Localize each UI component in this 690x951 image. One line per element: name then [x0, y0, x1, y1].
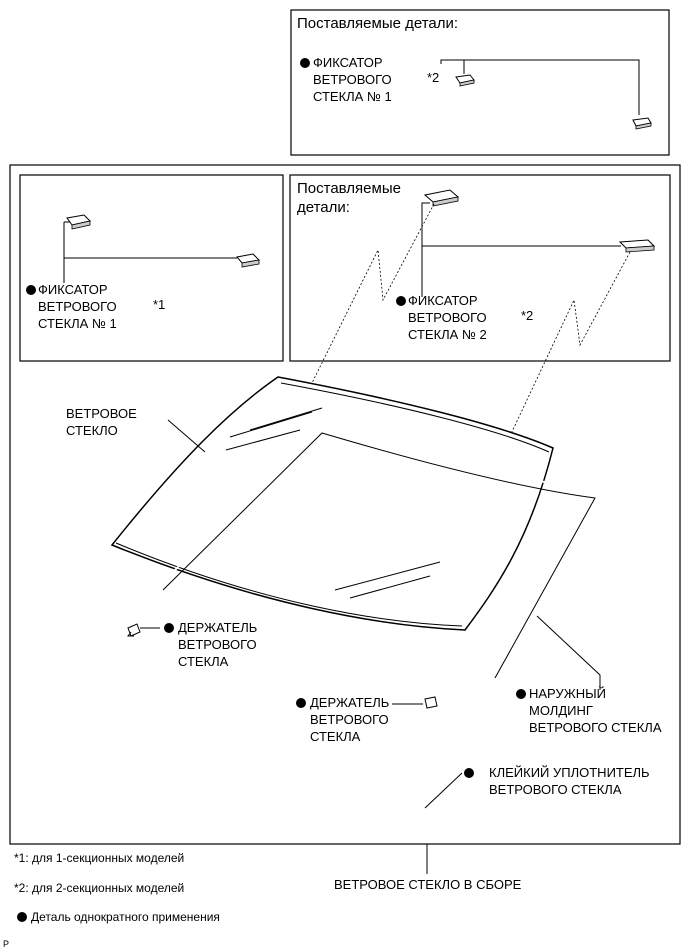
- top-box-part-line-3: СТЕКЛА № 1: [313, 89, 392, 104]
- top-supplied-parts-box: [290, 9, 670, 156]
- legend-note-2: *2: для 2-секционных моделей: [14, 881, 184, 895]
- retainer-clip-icon: [423, 189, 460, 207]
- dam-line-2: ВЕТРОВОГО СТЕКЛА: [489, 782, 622, 797]
- top-box-part-line-2: ВЕТРОВОГО: [313, 72, 392, 87]
- corner-mark: P: [3, 939, 9, 949]
- non-reusable-bullet-icon: [296, 698, 306, 708]
- projection-line: [310, 203, 435, 386]
- legend-note-1: *1: для 1-секционных моделей: [14, 851, 184, 865]
- windshield-glass: [110, 376, 554, 631]
- top-box-part-line-1: ФИКСАТОР: [313, 55, 383, 70]
- inner-left-box: [19, 174, 284, 362]
- inner-left-part-line-3: СТЕКЛА № 1: [38, 316, 117, 331]
- windshield-leader: [167, 419, 206, 453]
- inner-right-part-line-1: ФИКСАТОР: [408, 293, 478, 308]
- assembly-frame: [9, 164, 681, 845]
- inner-right-title-line-2: детали:: [297, 199, 350, 216]
- non-reusable-bullet-icon: [17, 912, 27, 922]
- outer-molding: [154, 423, 605, 681]
- holder-center-line-3: СТЕКЛА: [310, 729, 361, 744]
- top-box-ref: *2: [427, 70, 439, 85]
- inner-right-part-line-3: СТЕКЛА № 2: [408, 327, 487, 342]
- inner-right-box: [289, 174, 671, 362]
- windshield-label-line-2: СТЕКЛО: [66, 423, 118, 438]
- holder-center-line-2: ВЕТРОВОГО: [310, 712, 389, 727]
- holder-center-line-1: ДЕРЖАТЕЛЬ: [310, 695, 389, 710]
- non-reusable-bullet-icon: [26, 285, 36, 295]
- outer-molding-leader: [536, 615, 601, 690]
- inner-left-part-line-1: ФИКСАТОР: [38, 282, 108, 297]
- dam-leader: [424, 772, 463, 809]
- legend-non-reusable: Деталь однократного применения: [31, 910, 220, 924]
- retainer-clip-icon: [618, 239, 656, 253]
- non-reusable-bullet-icon: [300, 58, 310, 68]
- windshield-label-line-1: ВЕТРОВОЕ: [66, 406, 137, 421]
- inner-right-title-line-1: Поставляемые: [297, 180, 401, 197]
- outer-molding-line-3: ВЕТРОВОГО СТЕКЛА: [529, 720, 662, 735]
- non-reusable-bullet-icon: [464, 768, 474, 778]
- projection-line: [509, 251, 631, 437]
- holder-left-line-3: СТЕКЛА: [178, 654, 229, 669]
- retainer-clip-icon: [632, 117, 652, 130]
- non-reusable-bullet-icon: [516, 689, 526, 699]
- non-reusable-bullet-icon: [396, 296, 406, 306]
- inner-right-leader: [421, 202, 430, 297]
- outer-molding-line-1: НАРУЖНЫЙ: [529, 686, 606, 701]
- retainer-clip-icon: [455, 74, 475, 87]
- inner-left-part-line-2: ВЕТРОВОГО: [38, 299, 117, 314]
- top-box-title: Поставляемые детали:: [297, 15, 458, 32]
- holder-clip-icon: [127, 623, 141, 637]
- inner-left-leader: [63, 257, 237, 283]
- holder-clip-icon: [424, 696, 438, 709]
- inner-right-ref: *2: [521, 308, 533, 323]
- dam-line-1: КЛЕЙКИЙ УПЛОТНИТЕЛЬ: [489, 765, 650, 780]
- retainer-clip-icon: [236, 253, 261, 268]
- assembly-label: ВЕТРОВОЕ СТЕКЛО В СБОРЕ: [334, 877, 522, 892]
- retainer-clip-icon: [66, 214, 91, 230]
- adhesive-dam-strip: [151, 739, 438, 811]
- holder-left-line-1: ДЕРЖАТЕЛЬ: [178, 620, 257, 635]
- top-box-leader: [440, 59, 640, 115]
- inner-left-ref: *1: [153, 297, 165, 312]
- holder-left-line-2: ВЕТРОВОГО: [178, 637, 257, 652]
- outer-molding-line-2: МОЛДИНГ: [529, 703, 593, 718]
- inner-right-part-line-2: ВЕТРОВОГО: [408, 310, 487, 325]
- non-reusable-bullet-icon: [164, 623, 174, 633]
